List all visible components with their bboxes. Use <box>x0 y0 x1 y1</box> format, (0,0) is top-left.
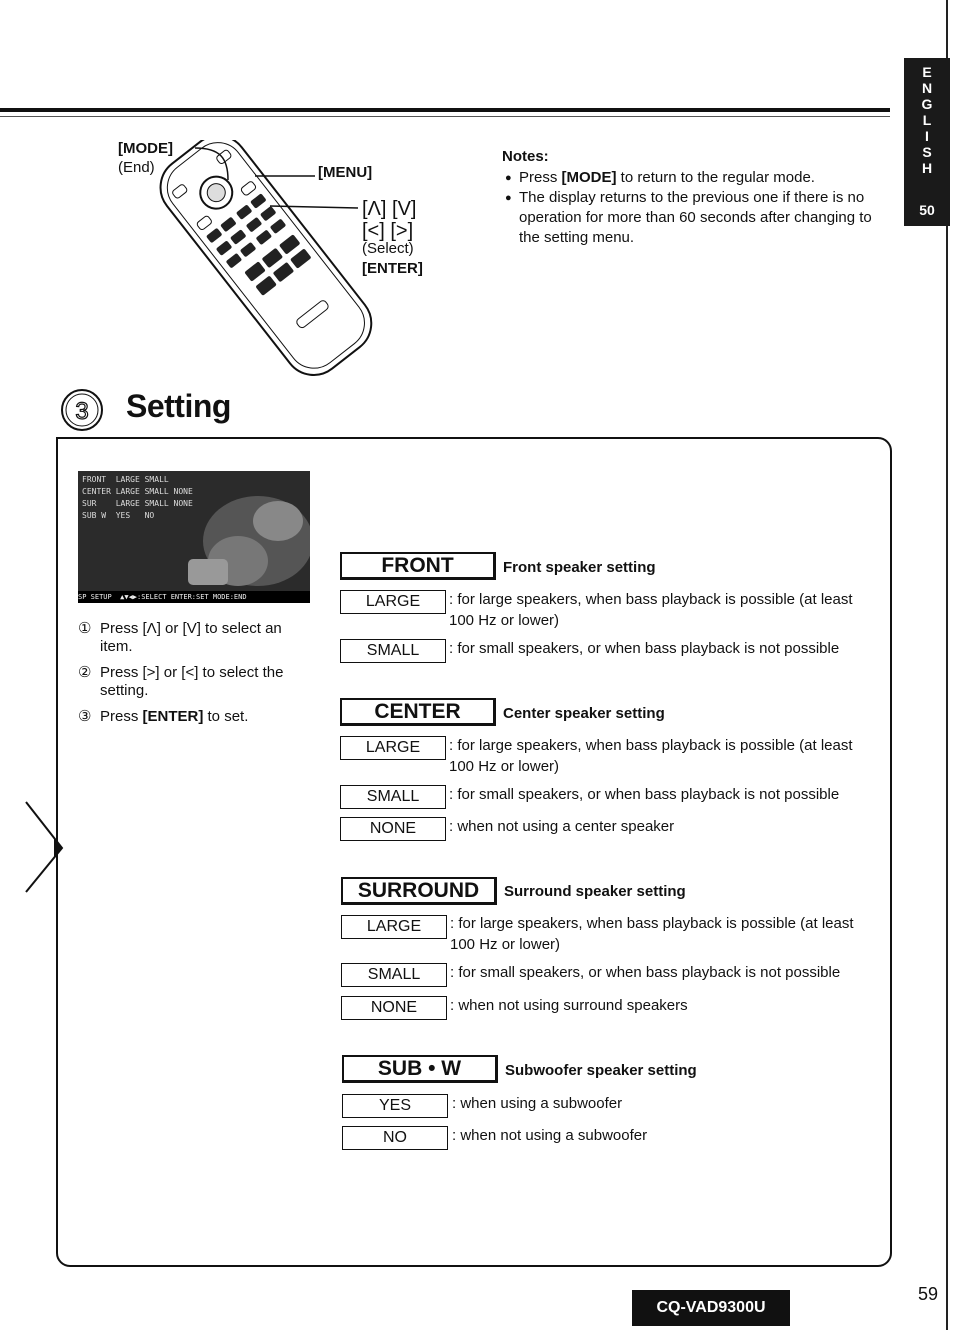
tab-letter: L <box>922 112 932 128</box>
tab-letter: N <box>921 80 933 96</box>
tab-letter: S <box>922 144 932 160</box>
category-desc: Front speaker setting <box>503 559 656 576</box>
category-surround: SURROUND <box>341 877 497 905</box>
category-front: FRONT <box>340 552 496 580</box>
note-item: The display returns to the previous one … <box>505 188 895 248</box>
option-desc: : for large speakers, when bass playback… <box>449 591 853 629</box>
note-item: Press [MODE] to return to the regular mo… <box>505 168 895 188</box>
page-turn-arrow-icon <box>25 801 64 893</box>
language-letters: E N G L I S H <box>904 64 950 176</box>
option-box: SMALL <box>341 963 447 987</box>
screen-row: SUR LARGE SMALL NONE <box>82 499 193 508</box>
section-number: 3 <box>75 398 88 425</box>
option-desc: : when not using a center speaker <box>449 818 675 835</box>
option-box: SMALL <box>340 639 446 663</box>
option-desc: : for small speakers, or when bass playb… <box>450 964 841 981</box>
remote-control-illustration <box>159 140 373 376</box>
category-desc: Subwoofer speaker setting <box>505 1062 697 1079</box>
category-desc: Surround speaker setting <box>504 883 686 900</box>
page-edge <box>946 0 948 1330</box>
screen-row: SUB W YES NO <box>82 511 155 520</box>
left-right-arrows-label: [<] [>] <box>362 220 414 242</box>
menu-button-label: [MENU] <box>318 164 373 181</box>
tab-letter: H <box>921 160 933 176</box>
mode-button-label: [MODE] <box>118 140 173 157</box>
option-box: NO <box>342 1126 448 1150</box>
option-box: LARGE <box>341 915 447 939</box>
category-desc: Center speaker setting <box>503 705 665 722</box>
step-number-circle-icon: 3 <box>61 389 103 431</box>
option-desc: : for large speakers, when bass playback… <box>449 737 853 775</box>
end-label: (End) <box>118 159 155 176</box>
screen-row: CENTER LARGE SMALL NONE <box>82 487 193 496</box>
option-box: NONE <box>340 817 446 841</box>
option-desc: : for large speakers, when bass playback… <box>450 915 854 953</box>
select-label: (Select) <box>362 240 414 257</box>
option-box: LARGE <box>340 590 446 614</box>
up-down-arrows-label: [Λ] [V] <box>362 198 417 220</box>
setup-screen-image: FRONT LARGE SMALL CENTER LARGE SMALL NON… <box>78 471 310 603</box>
option-box: LARGE <box>340 736 446 760</box>
tab-letter: I <box>925 128 929 144</box>
enter-button-label: [ENTER] <box>362 260 423 277</box>
screen-background-graphic <box>188 496 310 586</box>
top-rule <box>0 108 890 112</box>
screen-footer: SP SETUP ▲▼◀▶:SELECT ENTER:SET MODE:END <box>78 591 310 603</box>
screen-row: FRONT LARGE SMALL <box>82 475 169 484</box>
option-desc: : when not using surround speakers <box>450 997 688 1014</box>
category-subwoofer: SUB • W <box>342 1055 498 1083</box>
notes-title: Notes: <box>502 148 549 165</box>
option-desc: : when using a subwoofer <box>452 1095 623 1112</box>
notes-list: Press [MODE] to return to the regular mo… <box>505 168 895 248</box>
tab-letter: G <box>921 96 933 112</box>
option-desc: : for small speakers, or when bass playb… <box>449 786 840 803</box>
model-name-badge: CQ-VAD9300U <box>632 1290 790 1326</box>
page-number: 59 <box>918 1284 939 1304</box>
option-box: SMALL <box>340 785 446 809</box>
option-desc: : when not using a subwoofer <box>452 1127 648 1144</box>
category-center: CENTER <box>340 698 496 726</box>
top-rule-thin <box>0 116 890 117</box>
tab-letter: E <box>922 64 932 80</box>
option-box: NONE <box>341 996 447 1020</box>
option-desc: : for small speakers, or when bass playb… <box>449 640 840 657</box>
section-title: Setting <box>126 388 231 424</box>
tab-page-number: 50 <box>919 202 935 218</box>
language-tab: E N G L I S H 50 <box>904 58 950 226</box>
option-box: YES <box>342 1094 448 1118</box>
